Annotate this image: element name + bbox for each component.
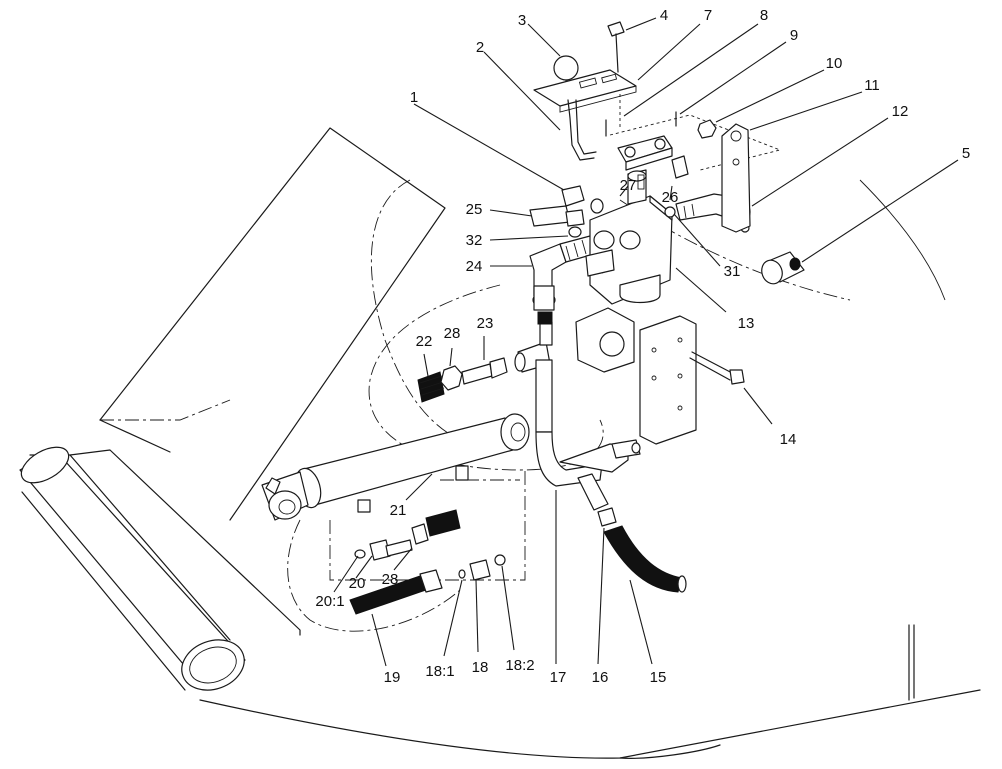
callout-31: 31: [724, 263, 741, 280]
callout-20-1: 20:1: [315, 593, 344, 610]
leader-lines: [333, 17, 959, 667]
callout-20: 20: [349, 575, 366, 592]
callout-9: 9: [790, 27, 798, 44]
callout-13: 13: [738, 315, 755, 332]
callout-5: 5: [962, 145, 970, 162]
callout-14: 14: [780, 431, 797, 448]
hydraulic-cylinder: [261, 413, 530, 581]
callout-27: 27: [620, 177, 637, 194]
callout-22: 22: [416, 333, 433, 350]
callout-10: 10: [826, 55, 843, 72]
lower-fittings: [349, 509, 506, 615]
callout-labels: 1 2 3 4 5 7 8 9 10 11 12 13 14 15 16 17 …: [315, 7, 970, 686]
callout-3: 3: [518, 12, 526, 29]
mounting-bracket: [697, 119, 751, 233]
mount-block: [575, 307, 745, 445]
control-valve: [585, 169, 673, 305]
callout-18-1: 18:1: [425, 663, 454, 680]
upper-fittings: [417, 311, 553, 433]
callout-32: 32: [466, 232, 483, 249]
callout-18: 18: [472, 659, 489, 676]
callout-15: 15: [650, 669, 667, 686]
lower-piping: [535, 431, 687, 593]
callout-2: 2: [476, 39, 484, 56]
callout-25: 25: [466, 201, 483, 218]
callout-7: 7: [704, 7, 712, 24]
callout-1: 1: [410, 89, 418, 106]
callout-12: 12: [892, 103, 909, 120]
callout-21: 21: [390, 502, 407, 519]
callout-17: 17: [550, 669, 567, 686]
callout-11: 11: [864, 77, 880, 94]
callout-28-upper: 28: [444, 325, 461, 342]
callout-8: 8: [760, 7, 768, 24]
callout-24: 24: [466, 258, 483, 275]
callout-23: 23: [477, 315, 494, 332]
callout-4: 4: [660, 7, 668, 24]
lever-assembly: [533, 21, 782, 179]
callout-16: 16: [592, 669, 609, 686]
callout-18-2: 18:2: [505, 657, 534, 674]
frame-tube: [19, 446, 246, 691]
callout-28-lower: 28: [382, 571, 399, 588]
callout-26: 26: [662, 189, 679, 206]
callout-19: 19: [384, 669, 401, 686]
spacer: [761, 251, 805, 285]
elbow-fitting: [529, 235, 595, 311]
